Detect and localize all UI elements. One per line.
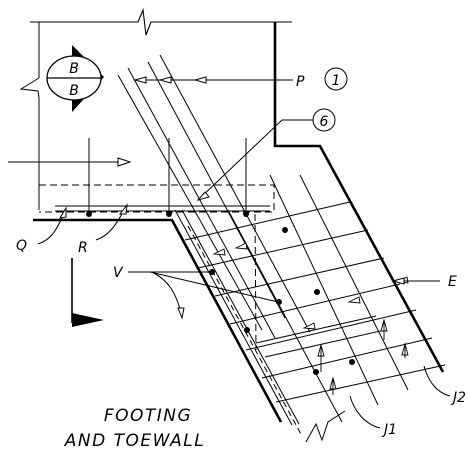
section-marker-bottom: B <box>69 83 79 99</box>
leader-J1 <box>349 395 381 429</box>
leader-V <box>128 271 279 320</box>
diagonal-reinforcement <box>117 54 409 426</box>
section-marker: B B <box>46 45 104 112</box>
section-view-arrow <box>71 258 104 327</box>
label-V: V <box>113 265 124 281</box>
section-marker-top: B <box>69 61 79 77</box>
label-J2: J2 <box>450 390 466 406</box>
leader-R <box>95 203 128 241</box>
callout-6: 6 <box>312 108 336 132</box>
label-E: E <box>448 274 457 290</box>
section-cut-arrow <box>8 157 132 167</box>
rebar-dots <box>86 211 355 375</box>
footing-hidden-outline <box>39 184 275 351</box>
label-J1: J1 <box>381 422 397 438</box>
leader-E <box>391 277 440 285</box>
leader-Q <box>37 206 67 245</box>
bar-direction-arrows <box>212 242 409 395</box>
callout-1: 1 <box>324 67 348 91</box>
title-line-2: AND TOEWALL <box>64 431 205 451</box>
label-P: P <box>296 74 305 90</box>
callout-6-text: 6 <box>320 114 329 130</box>
bottom-break-line <box>305 410 346 443</box>
label-R: R <box>78 240 88 256</box>
transverse-bars <box>184 201 446 403</box>
footing-bar-leaders <box>88 138 247 211</box>
leader-P <box>133 76 293 84</box>
wall-outline-left <box>19 22 40 210</box>
title-line-1: FOOTING <box>104 406 192 426</box>
label-Q: Q <box>16 238 27 254</box>
leader-6 <box>196 119 313 201</box>
footing-outline <box>33 218 283 423</box>
leader-J2 <box>423 365 451 397</box>
footing-horizontal-bars <box>55 205 270 212</box>
callout-1-text: 1 <box>332 73 341 89</box>
top-break-line <box>30 7 292 36</box>
